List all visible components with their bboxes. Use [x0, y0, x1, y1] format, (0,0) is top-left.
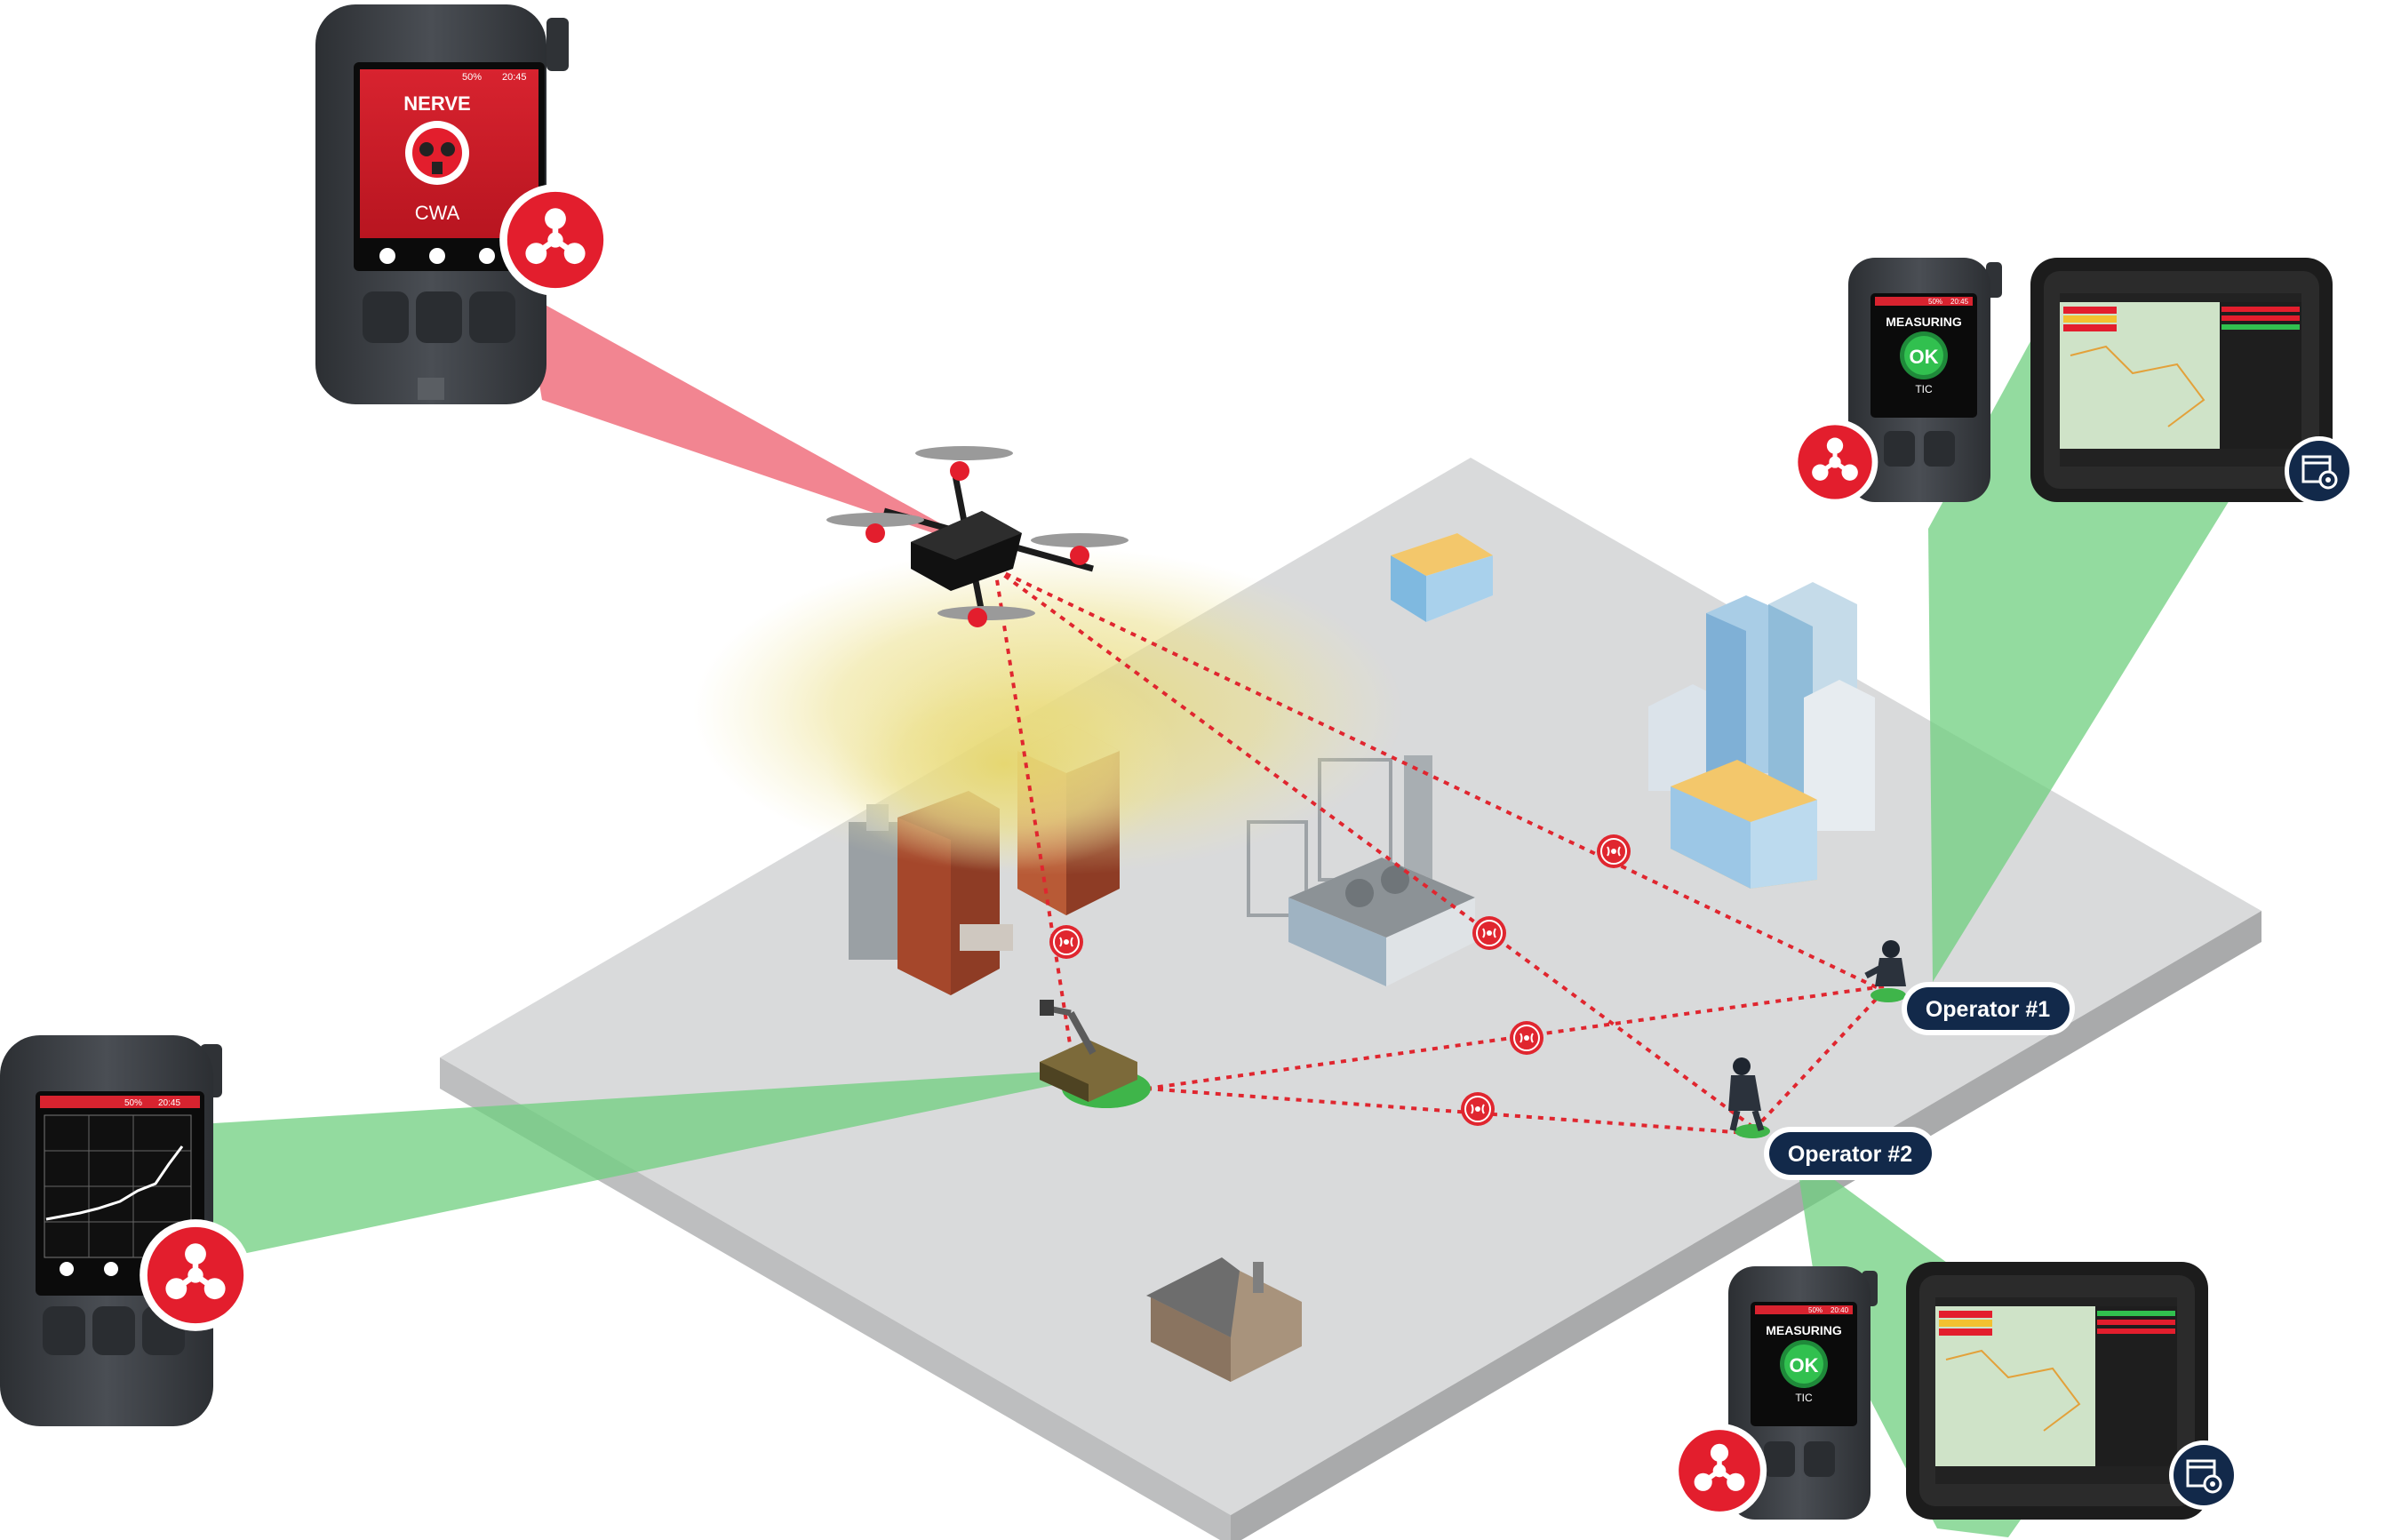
chemical-hazard-icon — [1792, 419, 1878, 506]
settings-window-icon — [2168, 1440, 2239, 1511]
operator-1-figure — [1864, 940, 1906, 1002]
tic-label: TIC — [1795, 1392, 1813, 1404]
signal-icon — [1049, 924, 1084, 960]
tic-label: TIC — [1915, 383, 1933, 395]
device-status: 50% — [462, 72, 482, 83]
detector-device-right-top: 50% 20:45 MEASURING OK TIC — [1848, 258, 2002, 502]
device-time: 20:45 — [1950, 298, 1969, 306]
tablet-right-bottom — [1906, 1262, 2208, 1520]
tablet-right-top — [2030, 258, 2333, 502]
signal-icon — [1509, 1020, 1544, 1056]
settings-window-icon — [2284, 435, 2355, 507]
red-beam — [524, 293, 960, 542]
warehouse — [1146, 1257, 1302, 1382]
ok-badge: OK — [1910, 346, 1939, 368]
device-status: 50% — [124, 1098, 142, 1108]
device-time: 20:45 — [502, 72, 527, 83]
chemical-hazard-icon — [1672, 1424, 1767, 1518]
operator-1-label[interactable]: Operator #1 — [1902, 982, 2075, 1035]
operator-1-text: Operator #1 — [1926, 997, 2050, 1022]
device-time: 20:40 — [1831, 1306, 1849, 1314]
agent-title: NERVE — [403, 92, 470, 115]
agent-class: CWA — [415, 202, 460, 224]
detector-device-left: 50% 20:45 — [0, 1035, 222, 1426]
building-small-top — [1391, 533, 1493, 622]
chemical-hazard-icon — [499, 184, 611, 296]
device-status: 50% — [1808, 1306, 1823, 1314]
city-skyscrapers — [1648, 582, 1875, 889]
device-status: 50% — [1928, 298, 1942, 306]
measuring-title: MEASURING — [1886, 315, 1962, 329]
signal-icon — [1596, 834, 1631, 869]
signal-icon — [1472, 915, 1507, 951]
operator-2-text: Operator #2 — [1788, 1142, 1912, 1167]
ok-badge: OK — [1790, 1354, 1819, 1376]
drone — [826, 446, 1129, 627]
factory-middle — [1247, 755, 1475, 986]
chemical-hazard-icon — [140, 1219, 251, 1331]
device-time: 20:45 — [158, 1098, 180, 1108]
ground-robot — [1040, 1000, 1151, 1108]
gas-cloud-core — [826, 658, 1182, 871]
measuring-title: MEASURING — [1766, 1323, 1842, 1337]
signal-icon — [1460, 1091, 1496, 1127]
operator-2-figure — [1728, 1057, 1770, 1138]
operator-2-label[interactable]: Operator #2 — [1764, 1127, 1937, 1180]
